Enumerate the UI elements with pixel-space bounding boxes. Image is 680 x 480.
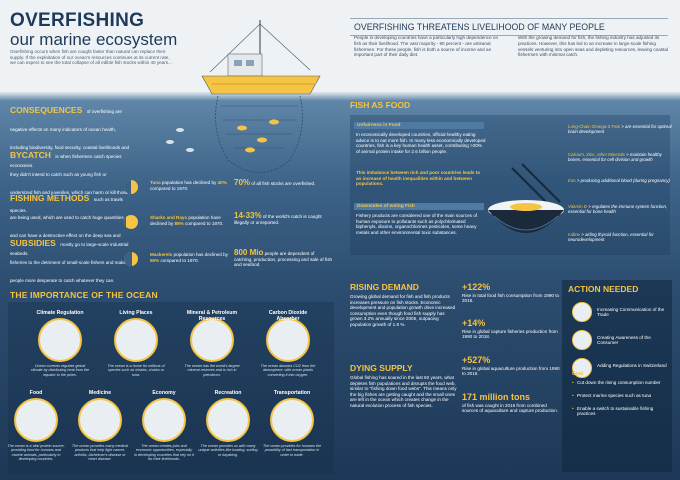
importance-icon-0 bbox=[38, 318, 82, 362]
food-panel bbox=[350, 115, 670, 255]
growth-desc: Rise in global aquaculture production fr… bbox=[462, 366, 560, 377]
importance-icon-8 bbox=[270, 398, 314, 442]
goal-item: Cut down the rising consumption number bbox=[572, 380, 670, 386]
threat-text-1: People in developing countries have a pa… bbox=[354, 35, 499, 58]
consequences-block: CONSEQUENCES of overfishing are negative… bbox=[10, 100, 130, 172]
fish-bowl-icon bbox=[488, 163, 564, 233]
intro-text: Overfishing occurs when fish are caught … bbox=[10, 49, 172, 66]
importance-desc: The ocean provides us with many unique a… bbox=[198, 444, 258, 457]
unfairness-highlight: This imbalance between rich and poor cou… bbox=[356, 170, 481, 187]
nutrient-item: Calcium, Zinc, other Minerals > maintain… bbox=[568, 152, 662, 163]
rising-title: RISING DEMAND bbox=[350, 282, 419, 292]
nutrient-item: Iron > producing additional blood (durin… bbox=[568, 178, 670, 183]
importance-desc: Ocean currents regulate global climate b… bbox=[30, 364, 90, 377]
downsides-text: Fishery products are considered one of t… bbox=[356, 213, 478, 235]
consequences-title: CONSEQUENCES bbox=[10, 105, 83, 115]
stat-overfished: 70% of all fish stocks are overfished. bbox=[234, 178, 316, 187]
unfairness-title: Unfairness in Food bbox=[354, 122, 484, 129]
action-item: Creating Awareness of the Consumer bbox=[597, 335, 651, 346]
stat-tuna: Tuna population has declined by 40% comp… bbox=[150, 180, 227, 191]
importance-desc: The ocean is a vital protein source, pro… bbox=[7, 444, 65, 462]
dying-text: Global fishing has soared in the last 60… bbox=[350, 375, 457, 408]
importance-label: Living Places bbox=[119, 310, 153, 316]
importance-label: Economy bbox=[152, 390, 176, 396]
mackerel-decline-icon bbox=[124, 252, 138, 266]
importance-desc: The ocean has the world's largest minera… bbox=[184, 364, 240, 377]
threat-heading: OVERFISHING THREATENS LIVELIHOOD OF MANY… bbox=[350, 18, 668, 36]
action-item: Increasing Communication of the Trade bbox=[597, 307, 665, 318]
growth-value: +527% bbox=[462, 355, 491, 365]
importance-icon-3 bbox=[266, 318, 310, 362]
goal-title: Goal bbox=[572, 371, 584, 377]
tuna-decline-icon bbox=[124, 180, 138, 194]
shark-decline-icon bbox=[124, 215, 138, 229]
goal-item: Protect marine species such as tuna bbox=[572, 393, 670, 399]
importance-icon-2 bbox=[190, 318, 234, 362]
importance-label: Medicine bbox=[88, 390, 112, 396]
nutrient-item: Long-Chain Omega-3 Fats > are essential … bbox=[568, 124, 672, 135]
importance-label: Transportation bbox=[273, 390, 311, 396]
importance-desc: The ocean provides many medical products… bbox=[71, 444, 129, 462]
importance-icon-5 bbox=[78, 398, 122, 442]
nutrient-item: Vitamin D > regulates the immune system … bbox=[568, 204, 668, 215]
growth-value: +122% bbox=[462, 282, 491, 292]
importance-desc: The ocean provides for humans the possib… bbox=[262, 444, 321, 457]
bycatch-title: BYCATCH bbox=[10, 150, 51, 160]
unfairness-text: In economically developed countries, off… bbox=[356, 132, 486, 154]
importance-icon-4 bbox=[14, 398, 58, 442]
importance-label: Recreation bbox=[214, 390, 242, 396]
importance-label: Mineral & Petroleum Resources bbox=[186, 310, 238, 322]
action-icon-1 bbox=[572, 330, 592, 350]
nutrient-item: Iodine > aiding thyroid function, essent… bbox=[568, 232, 654, 243]
subsidies-text: mostly go to large-scale industrial fish… bbox=[10, 242, 129, 283]
importance-label: Climate Regulation bbox=[36, 310, 84, 316]
action-title: ACTION NEEDED bbox=[568, 284, 639, 294]
methods-text: such as trawls are being used, which are… bbox=[10, 197, 124, 256]
stat-illegal: 14-33% of the world's catch is caught il… bbox=[234, 211, 322, 225]
growth-desc: Rise in total food fish consumption from… bbox=[462, 293, 560, 304]
threat-text-2: With the growing demand for fish, the fi… bbox=[518, 35, 668, 58]
stat-mackerels: Mackerels population has declined by 55%… bbox=[150, 252, 228, 263]
stat-sharks: Sharks and Rays population have declined… bbox=[150, 215, 224, 226]
fishing-boat-illustration bbox=[166, 20, 321, 173]
importance-desc: The ocean creates jobs and economic oppo… bbox=[134, 444, 194, 462]
action-icon-2 bbox=[572, 358, 592, 378]
page-title: OVERFISHING bbox=[10, 10, 145, 31]
growth-value: 171 million tons bbox=[462, 392, 531, 402]
goal-item: Enable a switch to sustainable fishing p… bbox=[572, 406, 670, 417]
importance-icon-7 bbox=[206, 398, 250, 442]
importance-icon-1 bbox=[114, 318, 158, 362]
importance-label: Carbon Dioxide Absorber bbox=[268, 310, 308, 322]
rising-text: Growing global demand for fish and fish … bbox=[350, 294, 456, 327]
action-item: Adding Regulations in Switzerland bbox=[597, 363, 667, 368]
dying-title: DYING SUPPLY bbox=[350, 363, 413, 373]
food-title: FISH AS FOOD bbox=[350, 100, 411, 110]
importance-label: Food bbox=[29, 390, 43, 396]
importance-icon-6 bbox=[142, 398, 186, 442]
methods-block: FISHING METHODS such as trawls are being… bbox=[10, 188, 130, 260]
importance-desc: The ocean is a home for millions of spec… bbox=[107, 364, 165, 377]
methods-title: FISHING METHODS bbox=[10, 193, 90, 203]
growth-desc: of fish was caught in 2016 from combined… bbox=[462, 403, 559, 414]
page-subtitle: our marine ecosystem bbox=[10, 30, 178, 49]
importance-title: THE IMPORTANCE OF THE OCEAN bbox=[10, 290, 158, 300]
growth-value: +14% bbox=[462, 318, 486, 328]
bycatch-block: BYCATCH is when fishermen catch species … bbox=[10, 145, 130, 217]
importance-desc: The ocean absorbs CO2 from the atmospher… bbox=[260, 364, 316, 377]
subsidies-title: SUBSIDIES bbox=[10, 238, 56, 248]
action-icon-0 bbox=[572, 302, 592, 322]
downsides-title: Downsides of eating Fish bbox=[354, 203, 484, 210]
consequences-text: of overfishing are negative effects on m… bbox=[10, 109, 130, 168]
stat-dependent: 800 Mio people are dependent of catching… bbox=[234, 248, 333, 268]
bycatch-text: is when fishermen catch species they did… bbox=[10, 154, 129, 213]
subsidies-block: SUBSIDIES mostly go to large-scale indus… bbox=[10, 233, 130, 287]
growth-desc: Rise in global capture fisheries product… bbox=[462, 329, 558, 340]
